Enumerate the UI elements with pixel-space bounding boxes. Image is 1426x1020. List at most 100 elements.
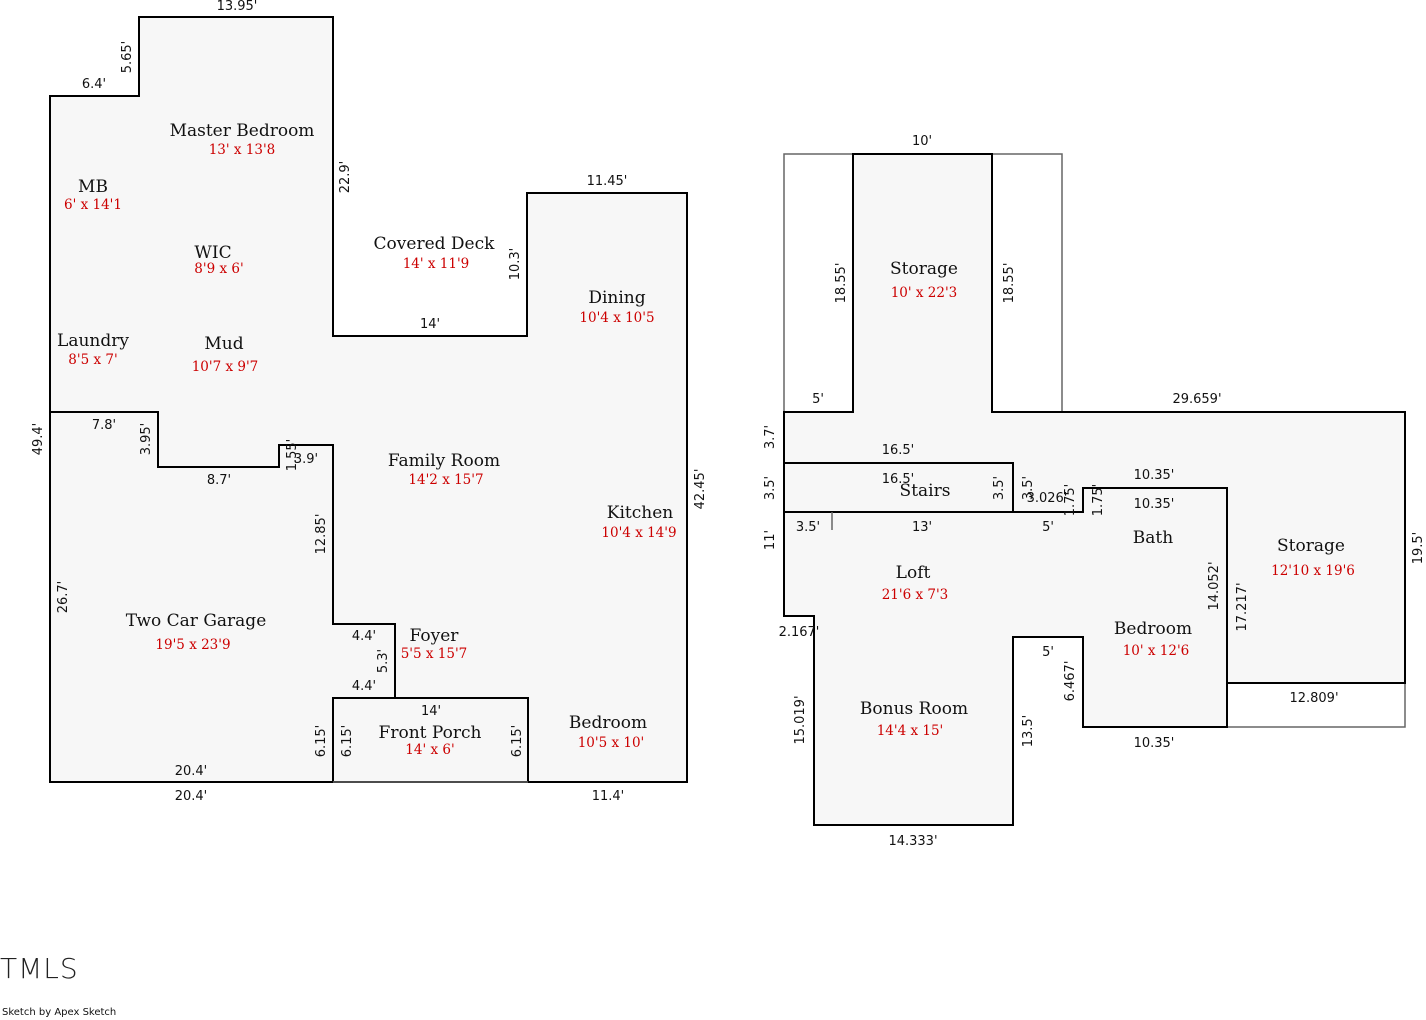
room-family-room-size: 14'2 x 15'7 — [408, 472, 483, 488]
dim-label: 10.35' — [1134, 736, 1175, 751]
dim-label: 12.809' — [1289, 691, 1338, 706]
room-mud: Mud — [204, 334, 243, 354]
room-dining-size: 10'4 x 10'5 — [579, 310, 654, 326]
dim-label: 6.4' — [82, 77, 106, 92]
dim-label: 8.7' — [207, 473, 231, 488]
room-front-porch: Front Porch — [379, 723, 482, 743]
room-family-room: Family Room — [388, 451, 500, 471]
stairs-wall — [784, 462, 1014, 513]
dim-label: 3.9' — [294, 452, 318, 467]
dim-label: 15.019' — [793, 695, 808, 744]
dim-label: 18.55' — [834, 263, 849, 304]
dim-label: 5' — [1042, 645, 1054, 660]
floor-2-plan: Storage 10' x 22'3 Stairs Bath Storage 1… — [763, 134, 1426, 849]
dim-label: 5.65' — [120, 41, 135, 74]
dim-label: 5' — [1042, 520, 1054, 535]
room-foyer-size: 5'5 x 15'7 — [401, 646, 468, 662]
dim-label: 17.217' — [1235, 582, 1250, 631]
room-storage-top-size: 10' x 22'3 — [891, 285, 958, 301]
room-wic-size: 8'9 x 6' — [194, 261, 243, 277]
room-mb-size: 6' x 14'1 — [64, 197, 122, 213]
dim-label: 10.35' — [1134, 468, 1175, 483]
dim-label: 11.4' — [592, 789, 625, 804]
dim-label: 2.167' — [779, 625, 820, 640]
room-bonus-room-size: 14'4 x 15' — [877, 723, 944, 739]
room-covered-deck-size: 14' x 11'9 — [403, 256, 470, 272]
room-bedroom-size: 10'5 x 10' — [578, 735, 645, 751]
dim-label: 26.7' — [56, 581, 71, 614]
dim-label: 12.85' — [314, 514, 329, 555]
room-covered-deck: Covered Deck — [374, 234, 496, 254]
room-master-bedroom: Master Bedroom — [170, 121, 315, 141]
dim-label: 14.333' — [888, 834, 937, 849]
dim-label: 11' — [763, 530, 778, 550]
dim-label: 10.35' — [1134, 497, 1175, 512]
room-kitchen-size: 10'4 x 14'9 — [601, 525, 676, 541]
sketch-credit: Sketch by Apex Sketch — [2, 1007, 117, 1018]
dim-label: 19.5' — [1411, 532, 1426, 565]
dim-label: 14' — [420, 317, 440, 332]
dim-label: 20.4' — [175, 789, 208, 804]
room-loft: Loft — [896, 563, 931, 583]
dim-label: 4.4' — [352, 629, 376, 644]
room-bonus-room: Bonus Room — [860, 699, 968, 719]
dim-label: 6.15' — [510, 725, 525, 758]
dim-label: 49.4' — [31, 423, 46, 456]
floor-1-plan: Master Bedroom 13' x 13'8 MB 6' x 14'1 W… — [31, 0, 708, 804]
dim-label: 6.467' — [1063, 661, 1078, 702]
dim-label: 6.15' — [314, 725, 329, 758]
dim-label: 1.75' — [1063, 484, 1078, 517]
dim-label: 3.5' — [992, 476, 1007, 500]
floor-2-outline — [783, 153, 1406, 826]
dim-label: 14.052' — [1207, 561, 1222, 610]
dim-label: 5' — [812, 392, 824, 407]
dim-label: 13.5' — [1021, 715, 1036, 748]
dim-label: 13' — [912, 520, 932, 535]
room-two-car-garage: Two Car Garage — [126, 611, 267, 631]
dim-label: 3.5' — [796, 520, 820, 535]
dim-label: 6.15' — [340, 725, 355, 758]
room-bedroom-2-size: 10' x 12'6 — [1123, 643, 1190, 659]
room-master-bedroom-size: 13' x 13'8 — [209, 142, 276, 158]
dim-label: 7.8' — [92, 418, 116, 433]
dim-label: 3.95' — [139, 423, 154, 456]
dim-label: 14' — [421, 704, 441, 719]
room-bedroom: Bedroom — [569, 713, 647, 733]
room-dining: Dining — [588, 288, 645, 308]
room-mb: MB — [78, 177, 108, 197]
porch-wall — [333, 697, 529, 782]
dim-label: 4.4' — [352, 679, 376, 694]
room-laundry-size: 8'5 x 7' — [68, 352, 117, 368]
dim-label: 18.55' — [1002, 263, 1017, 304]
floor-1-outline — [49, 16, 688, 783]
dim-label: 11.45' — [587, 174, 628, 189]
dim-label: 20.4' — [175, 764, 208, 779]
dim-label: 22.9' — [338, 161, 353, 194]
bath-wall — [1013, 487, 1228, 683]
room-loft-size: 21'6 x 7'3 — [882, 587, 949, 603]
room-laundry: Laundry — [57, 331, 129, 351]
dim-label: 1.75' — [1091, 484, 1106, 517]
dim-label: 13.95' — [217, 0, 258, 14]
right-eave-outline — [1227, 683, 1406, 728]
dim-label: 3.7' — [763, 425, 778, 449]
room-stairs: Stairs — [900, 481, 951, 501]
dim-label: 16.5' — [882, 472, 915, 487]
room-storage-top: Storage — [890, 259, 958, 279]
dim-label: 16.5' — [882, 443, 915, 458]
room-bedroom-2: Bedroom — [1114, 619, 1192, 639]
room-kitchen: Kitchen — [607, 503, 673, 523]
room-mud-size: 10'7 x 9'7 — [192, 359, 259, 375]
room-two-car-garage-size: 19'5 x 23'9 — [155, 637, 230, 653]
dim-label: 5.3' — [376, 649, 391, 673]
dim-label: 10' — [912, 134, 932, 149]
room-storage-right: Storage — [1277, 536, 1345, 556]
dim-label: 3.026' — [1027, 491, 1068, 506]
dim-label: 3.5' — [763, 476, 778, 500]
room-storage-right-size: 12'10 x 19'6 — [1271, 563, 1355, 579]
room-bath: Bath — [1133, 528, 1173, 548]
tmls-logo: TMLS — [0, 952, 79, 985]
dim-label: 42.45' — [693, 469, 708, 510]
room-wic: WIC — [194, 243, 231, 263]
